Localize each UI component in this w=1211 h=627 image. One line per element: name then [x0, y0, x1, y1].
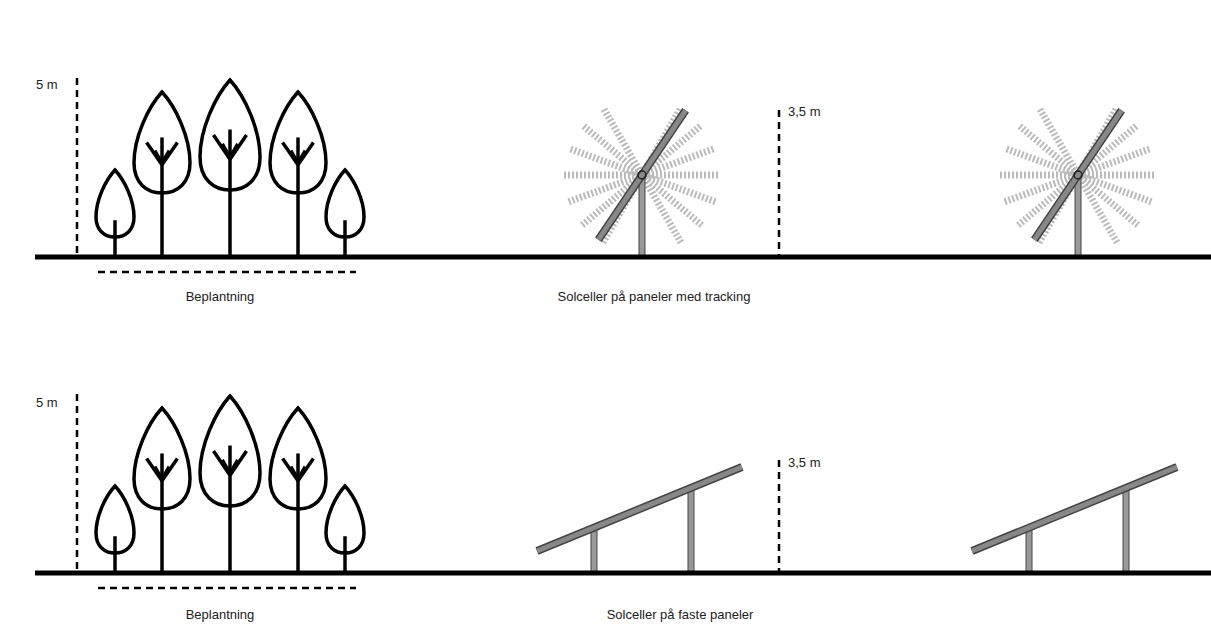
panel-leg — [591, 528, 597, 573]
tree-branch — [298, 151, 305, 163]
tree-trunk — [113, 536, 117, 573]
tree-branch — [283, 143, 298, 165]
tree-trunk — [113, 220, 117, 257]
tree-branch — [298, 467, 305, 479]
fixed-panel — [537, 467, 742, 551]
tree-branch — [162, 467, 169, 479]
tracking-panel-outline — [598, 110, 685, 239]
tree-branch — [214, 135, 231, 159]
tree-branch — [162, 459, 177, 481]
tree-branch — [147, 143, 162, 165]
group-label: Beplantning — [186, 607, 255, 623]
ground-line — [35, 255, 1211, 260]
tree-branch — [162, 143, 177, 165]
tree-trunk — [228, 130, 232, 258]
tree-branch — [283, 459, 298, 481]
panel-post — [639, 175, 645, 257]
tree-branch — [230, 135, 247, 159]
dimension-label: 3,5 m — [788, 455, 821, 471]
tree-branch — [155, 151, 162, 163]
tracking-panel — [598, 110, 685, 239]
tree-branch — [230, 144, 238, 157]
planting-extent — [98, 587, 356, 590]
group-label: Solceller på paneler med tracking — [558, 289, 751, 305]
height-dimension — [778, 110, 781, 257]
tree-branch — [162, 151, 169, 163]
tree-branch — [214, 451, 231, 475]
tree-branch — [155, 467, 162, 479]
pivot — [638, 171, 646, 179]
tree-branch — [298, 459, 313, 481]
tree-trunk — [343, 536, 347, 573]
tree-branch — [223, 460, 231, 473]
height-dimension — [76, 394, 79, 573]
tree-branch — [230, 451, 247, 475]
ground-line — [35, 571, 1211, 576]
panel-leg — [1026, 528, 1032, 573]
tree-branch — [230, 460, 238, 473]
tree-trunk — [160, 137, 164, 257]
panel-leg — [1123, 488, 1129, 573]
group-label: Solceller på faste paneler — [607, 607, 754, 623]
tree-trunk — [343, 220, 347, 257]
tree-trunk — [296, 137, 300, 257]
panel-post — [1075, 175, 1081, 257]
fixed-panel-outline — [972, 467, 1177, 551]
tree-branch — [223, 144, 231, 157]
fixed-panel-outline — [537, 467, 742, 551]
group-label: Beplantning — [186, 289, 255, 305]
fixed-panel — [972, 467, 1177, 551]
tree-branch — [291, 467, 298, 479]
tree-trunk — [228, 446, 232, 574]
tree-branch — [298, 143, 313, 165]
height-dimension — [778, 460, 781, 573]
panel-leg — [688, 488, 694, 573]
dimension-label: 5 m — [36, 77, 58, 93]
dimension-label: 3,5 m — [788, 104, 821, 120]
height-dimension — [76, 78, 79, 257]
dimension-label: 5 m — [36, 395, 58, 411]
tracking-panel — [1034, 110, 1121, 239]
tree-trunk — [160, 453, 164, 573]
tree-branch — [291, 151, 298, 163]
planting-extent — [98, 271, 356, 274]
tree-branch — [147, 459, 162, 481]
pivot — [1074, 171, 1082, 179]
tree-trunk — [296, 453, 300, 573]
tracking-panel-outline — [1034, 110, 1121, 239]
